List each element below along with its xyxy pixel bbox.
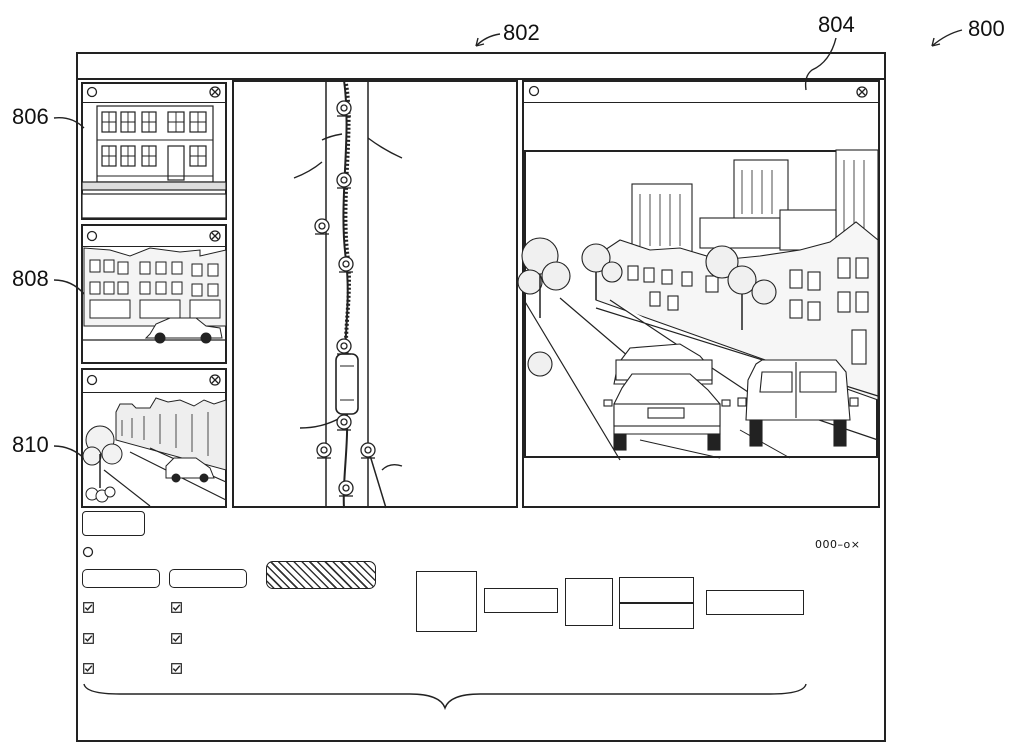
label-thumb-2: 808 bbox=[12, 266, 49, 291]
label-main-view: 804 bbox=[818, 12, 855, 37]
thumb1-dot-icon bbox=[86, 86, 98, 98]
street-view-drawing bbox=[517, 149, 879, 461]
thumbnail-2-header bbox=[81, 246, 227, 247]
label-figure: 800 bbox=[968, 16, 1005, 41]
map-pin-icon bbox=[316, 442, 332, 459]
control-field-b-top[interactable] bbox=[619, 577, 694, 603]
leader-820-bottom bbox=[381, 463, 403, 471]
label-window: 802 bbox=[503, 20, 540, 45]
thumb1-close-icon bbox=[209, 86, 221, 98]
brace-814 bbox=[83, 683, 807, 711]
checkbox-6[interactable] bbox=[171, 663, 182, 674]
leader-820-top bbox=[367, 137, 403, 159]
arrowhead-802 bbox=[475, 37, 485, 47]
controls-dot-icon bbox=[82, 546, 94, 558]
checkbox-1[interactable] bbox=[83, 602, 94, 613]
leader-818 bbox=[293, 161, 323, 179]
map-pin-icon bbox=[336, 414, 352, 431]
leader-810 bbox=[53, 445, 87, 461]
map-pin-icon bbox=[338, 256, 354, 273]
input-field-1[interactable] bbox=[82, 569, 160, 588]
arrowhead-800 bbox=[931, 37, 941, 47]
leader-816 bbox=[321, 133, 343, 141]
control-field-b-bottom[interactable] bbox=[619, 603, 694, 629]
map-markers bbox=[314, 100, 376, 497]
leader-804 bbox=[804, 37, 837, 91]
map-pin-icon bbox=[336, 338, 352, 355]
control-field-c[interactable] bbox=[706, 590, 804, 615]
map-pin-icon bbox=[336, 172, 352, 189]
map-drawing bbox=[325, 79, 387, 509]
leader-arrow-802 bbox=[475, 33, 501, 47]
label-thumb-1: 806 bbox=[12, 104, 49, 129]
map-pin-icon bbox=[336, 100, 352, 117]
checkbox-3[interactable] bbox=[83, 663, 94, 674]
checkbox-4[interactable] bbox=[171, 602, 182, 613]
control-square-small[interactable] bbox=[565, 578, 613, 626]
thumb2-dot-icon bbox=[86, 230, 98, 242]
checkbox-5[interactable] bbox=[171, 633, 182, 644]
thumbnail-1-header bbox=[81, 102, 227, 103]
map-pin-icon bbox=[314, 218, 330, 235]
action-button[interactable] bbox=[82, 511, 145, 536]
route-path bbox=[343, 83, 351, 361]
street-thumb-drawing bbox=[82, 247, 227, 344]
main-close-icon bbox=[856, 86, 868, 98]
status-indicator: 000–o× bbox=[815, 538, 861, 551]
street-perspective-thumb bbox=[82, 397, 227, 507]
vehicle-icon bbox=[335, 353, 359, 415]
leader-806 bbox=[53, 117, 85, 129]
control-square-large[interactable] bbox=[416, 571, 477, 632]
checkbox-2[interactable] bbox=[83, 633, 94, 644]
map-pin-icon bbox=[360, 442, 376, 459]
main-dot-icon bbox=[528, 85, 540, 97]
hatched-slider[interactable] bbox=[266, 561, 376, 589]
title-bar bbox=[76, 78, 886, 80]
thumb2-close-icon bbox=[209, 230, 221, 242]
map-pin-icon bbox=[338, 480, 354, 497]
main-view-header bbox=[522, 102, 880, 103]
input-field-2[interactable] bbox=[169, 569, 247, 588]
leader-arrow-800 bbox=[931, 29, 963, 47]
building-drawing bbox=[81, 105, 227, 219]
thumb3-close-icon bbox=[209, 374, 221, 386]
map-panel[interactable] bbox=[232, 80, 518, 508]
thumb3-dot-icon bbox=[86, 374, 98, 386]
control-field-a[interactable] bbox=[484, 588, 558, 613]
leader-808 bbox=[53, 279, 85, 295]
leader-10 bbox=[299, 417, 341, 429]
thumbnail-3-header bbox=[81, 392, 227, 393]
label-thumb-3: 810 bbox=[12, 432, 49, 457]
